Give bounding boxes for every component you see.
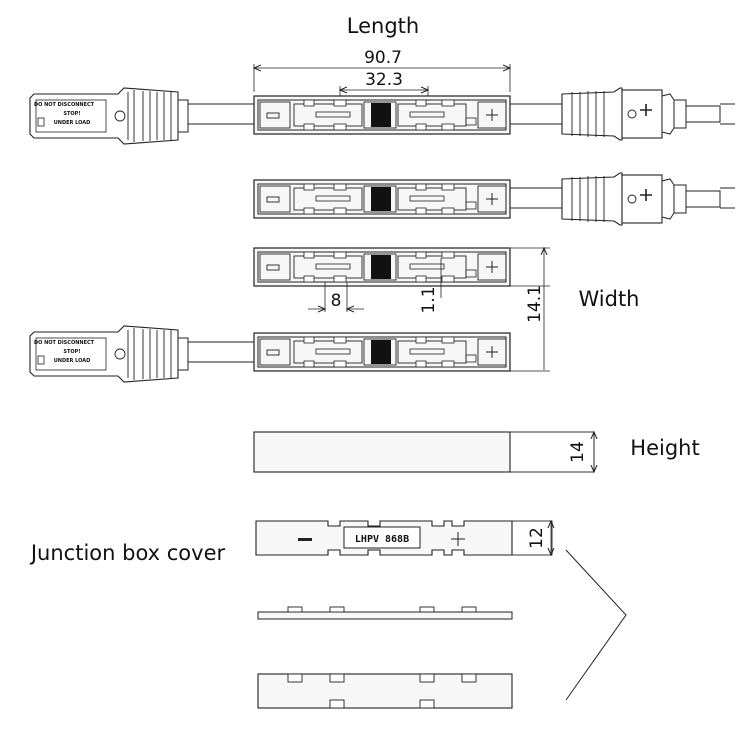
cover-label: Junction box cover — [29, 541, 226, 565]
junction-box-top-view — [253, 95, 511, 135]
wall-thickness-value: 1.1 — [419, 286, 439, 313]
body-width-value: 14.1 — [525, 285, 545, 323]
cover-marking: LHPV 868B — [355, 534, 409, 545]
right-connector — [561, 87, 721, 141]
cover-group-bracket — [565, 549, 627, 701]
connector-warning-line1-b: DO NOT DISCONNECT — [34, 340, 95, 346]
cover-bottom-view — [257, 673, 513, 709]
height-label: Height — [630, 436, 699, 460]
connector-warning-line3-b: UNDER LOAD — [54, 358, 91, 364]
connector-warning-line3: UNDER LOAD — [54, 120, 91, 126]
connector-warning-line1: DO NOT DISCONNECT — [34, 102, 95, 108]
length-label: Length — [347, 14, 419, 38]
body-height-value: 14 — [568, 441, 588, 463]
cover-height-value: 12 — [527, 527, 547, 549]
connector-warning-line2-b: STOP! — [63, 349, 80, 355]
width-label: Width — [578, 287, 639, 311]
junction-box-side-view — [253, 431, 511, 473]
junction-box-left-connector — [253, 332, 511, 372]
slot-width-value: 8 — [331, 291, 342, 311]
left-connector-2: DO NOT DISCONNECT STOP! UNDER LOAD — [29, 325, 189, 383]
junction-box-right-connector — [253, 179, 511, 219]
right-cable — [510, 103, 562, 125]
total-length-value: 90.7 — [364, 48, 402, 68]
left-cable — [188, 103, 254, 125]
left-connector: DO NOT DISCONNECT STOP! UNDER LOAD — [29, 87, 189, 145]
cover-side-view — [257, 606, 513, 620]
cover-top-view: LHPV 868B — [255, 520, 513, 556]
junction-box-bare — [253, 247, 511, 287]
right-connector-2 — [561, 172, 721, 226]
connector-warning-line2: STOP! — [63, 111, 80, 117]
inner-length-value: 32.3 — [365, 70, 403, 90]
